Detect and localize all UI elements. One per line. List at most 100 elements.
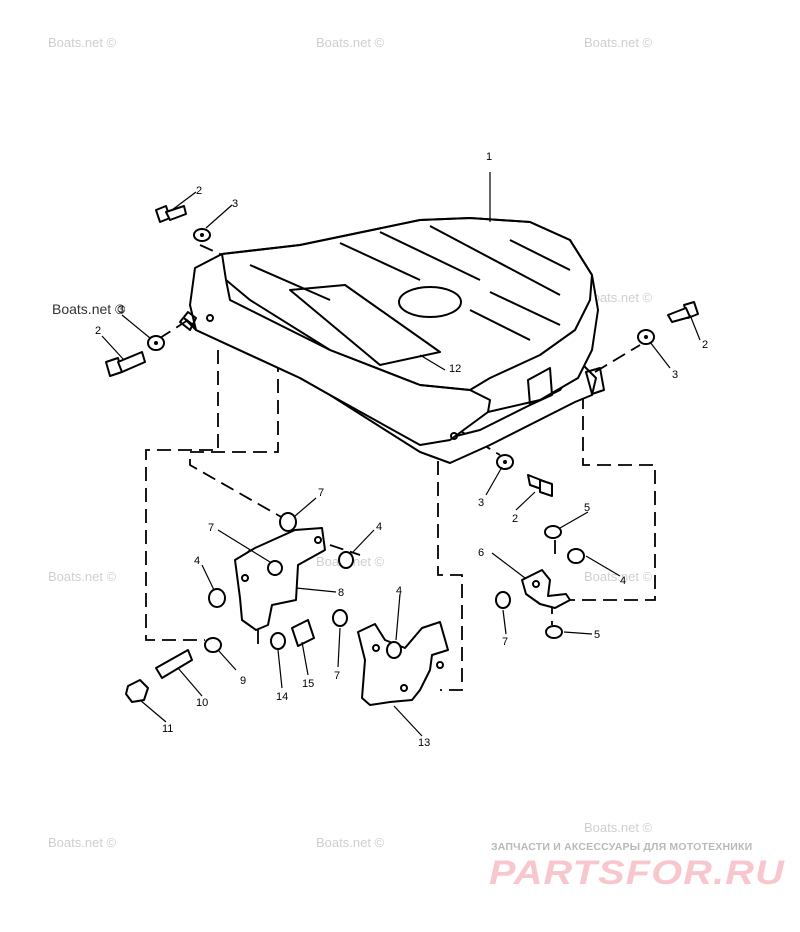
- housing-hole-small: [450, 432, 458, 440]
- callout-3: 3: [672, 369, 678, 381]
- stud-10: [155, 649, 193, 679]
- washer-hole: [503, 460, 507, 464]
- washer-5: [544, 525, 562, 539]
- washer-hole: [644, 335, 648, 339]
- spacer-4: [567, 548, 585, 564]
- nut-11: [125, 679, 149, 703]
- leader-line: [121, 314, 151, 339]
- dash-path: [594, 344, 641, 373]
- belt-guard-housing: [179, 217, 605, 464]
- callout-labels: 1 2 3 3 2 2 3 12 3 2 7 7 4 4 8 4 9 10 11…: [95, 151, 708, 749]
- callout-9: 9: [240, 675, 246, 687]
- leader-line: [559, 511, 589, 529]
- dash-path: [189, 295, 291, 523]
- bracket-8: [234, 527, 326, 631]
- callout-2: 2: [512, 513, 518, 525]
- leader-lines: [101, 172, 701, 737]
- housing-edge: [225, 279, 491, 413]
- leader-line: [491, 552, 526, 579]
- leader-line: [419, 354, 446, 371]
- housing-rib: [489, 291, 561, 326]
- decal-panel: [289, 284, 441, 366]
- leader-line: [139, 699, 167, 723]
- dash-path: [159, 319, 189, 339]
- callout-4: 4: [396, 585, 402, 597]
- leader-line: [563, 631, 593, 635]
- housing-tab: [179, 311, 197, 331]
- callout-7: 7: [334, 670, 340, 682]
- watermark-text: Boats.net ©: [584, 569, 653, 584]
- callout-8: 8: [338, 587, 344, 599]
- leader-line: [217, 529, 271, 563]
- housing-rib: [249, 264, 331, 301]
- bolt-head: [539, 479, 553, 497]
- housing-hole-small: [206, 314, 214, 322]
- plate-hole: [436, 661, 444, 669]
- dash-path: [329, 544, 361, 556]
- callout-6: 6: [478, 547, 484, 559]
- housing-vent: [527, 367, 553, 406]
- spacer-4: [386, 641, 402, 659]
- callout-2: 2: [702, 339, 708, 351]
- leader-line: [337, 627, 341, 668]
- watermark-text: Boats.net ©: [52, 301, 126, 317]
- callout-7: 7: [208, 522, 214, 534]
- leader-line: [177, 667, 203, 697]
- callout-15: 15: [302, 678, 314, 690]
- leader-line: [217, 649, 237, 671]
- watermark-text: Boats.net ©: [584, 820, 653, 835]
- leader-line: [515, 491, 536, 511]
- washer-9: [204, 637, 222, 653]
- callout-10: 10: [196, 697, 208, 709]
- dash-path: [560, 395, 656, 601]
- leader-line: [485, 466, 503, 496]
- leader-line: [649, 341, 671, 369]
- brand-logo: PARTSFOR.RU: [489, 854, 786, 892]
- nut-4: [338, 551, 354, 569]
- leader-line: [294, 497, 317, 517]
- leader-line: [395, 593, 401, 641]
- bracket-6: [521, 569, 571, 609]
- watermark-text: Boats.net ©: [48, 35, 117, 50]
- leader-line: [205, 204, 233, 229]
- plate-hole: [372, 644, 380, 652]
- bolt-shank: [117, 351, 146, 373]
- branding: ЗАПЧАСТИ И АКСЕССУАРЫ ДЛЯ МОТОТЕХНИКИ PA…: [489, 841, 786, 892]
- callout-13: 13: [418, 737, 430, 749]
- leader-line: [502, 609, 507, 635]
- nut-7: [495, 591, 511, 609]
- lower-mounting-assembly: [125, 512, 585, 706]
- leader-line: [351, 529, 375, 554]
- housing-rib: [469, 309, 531, 341]
- leader-line: [171, 191, 197, 211]
- bracket-hole: [314, 536, 322, 544]
- washer-hole: [154, 341, 158, 345]
- leader-line: [301, 641, 309, 676]
- spacer-14: [270, 632, 286, 650]
- watermark-text: Boats.net ©: [48, 835, 117, 850]
- watermark-text: Boats.net ©: [584, 290, 653, 305]
- housing-hole: [398, 286, 462, 318]
- washer-5: [545, 625, 563, 639]
- spacer-4: [208, 588, 226, 608]
- callout-7: 7: [318, 487, 324, 499]
- bolt-shank: [165, 205, 187, 221]
- washer-hole: [200, 233, 204, 237]
- housing-top-face: [221, 217, 593, 391]
- callout-3: 3: [118, 304, 124, 316]
- watermark-text: Boats.net ©: [584, 35, 653, 50]
- callout-5: 5: [594, 629, 600, 641]
- bolt-shank: [667, 307, 691, 323]
- plate-13: [357, 621, 449, 706]
- watermark-text: Boats.net ©: [48, 569, 117, 584]
- watermark-layer: Boats.net © Boats.net © Boats.net © Boat…: [48, 35, 653, 850]
- housing-rib: [339, 242, 421, 281]
- housing-rib: [509, 239, 571, 271]
- bushing-15: [291, 619, 315, 647]
- leader-line: [101, 335, 125, 361]
- callout-7: 7: [502, 636, 508, 648]
- housing-rib: [379, 231, 481, 281]
- bracket-hole: [267, 560, 283, 576]
